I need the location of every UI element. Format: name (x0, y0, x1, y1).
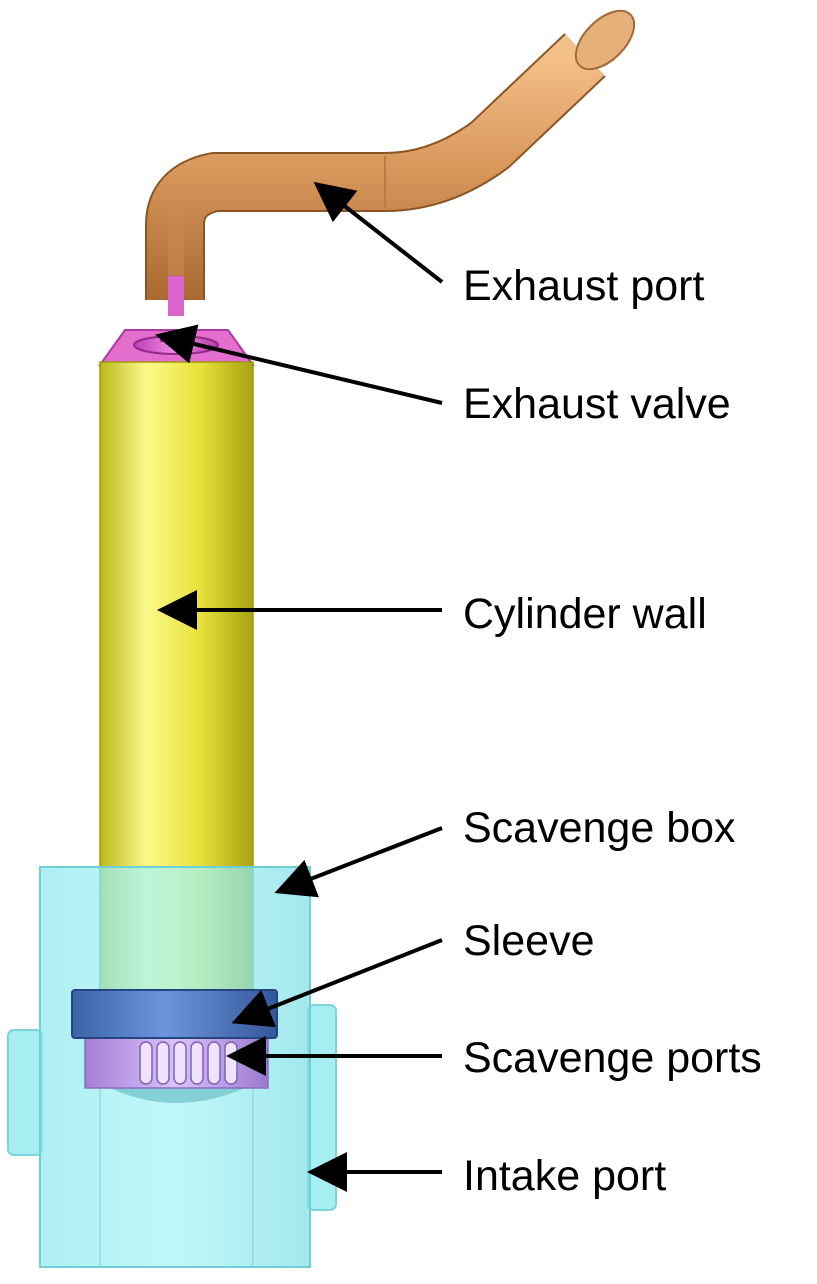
labels: Exhaust port Exhaust valve Cylinder wall… (463, 262, 762, 1200)
arrow-sleeve (231, 938, 443, 1028)
scavenge-ports (84, 1037, 269, 1103)
label-cylinder-wall: Cylinder wall (463, 590, 707, 638)
arrow-exhaust-port (313, 181, 444, 284)
label-sleeve: Sleeve (463, 917, 594, 965)
label-scavenge-box: Scavenge box (463, 804, 736, 852)
sleeve (71, 989, 278, 1039)
arrow-exhaust-valve (154, 324, 443, 405)
exhaust-port (145, 9, 636, 300)
label-exhaust-valve: Exhaust valve (463, 380, 731, 428)
label-scavenge-ports: Scavenge ports (463, 1034, 762, 1082)
arrow-scavenge-box (274, 826, 443, 898)
arrows (154, 181, 444, 1192)
label-intake-port: Intake port (463, 1152, 666, 1200)
label-exhaust-port: Exhaust port (463, 262, 704, 310)
